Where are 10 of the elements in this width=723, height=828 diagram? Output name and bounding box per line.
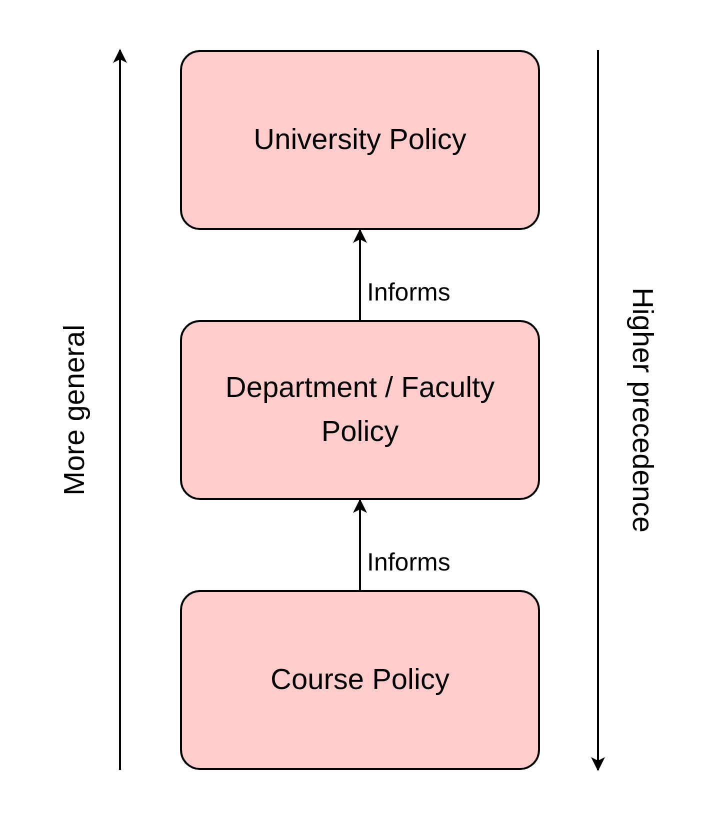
policy-box	[180, 590, 540, 770]
policy-box	[180, 320, 540, 500]
axis-label: More general	[58, 324, 92, 498]
arrow	[353, 228, 367, 320]
arrow	[353, 498, 367, 590]
box-text: Course Policy	[270, 663, 450, 698]
box-text: University Policy	[254, 123, 466, 158]
axis-label: Higher precedence	[625, 286, 659, 535]
box-text: Department / Faculty Policy	[224, 371, 496, 450]
policy-box	[180, 50, 540, 230]
